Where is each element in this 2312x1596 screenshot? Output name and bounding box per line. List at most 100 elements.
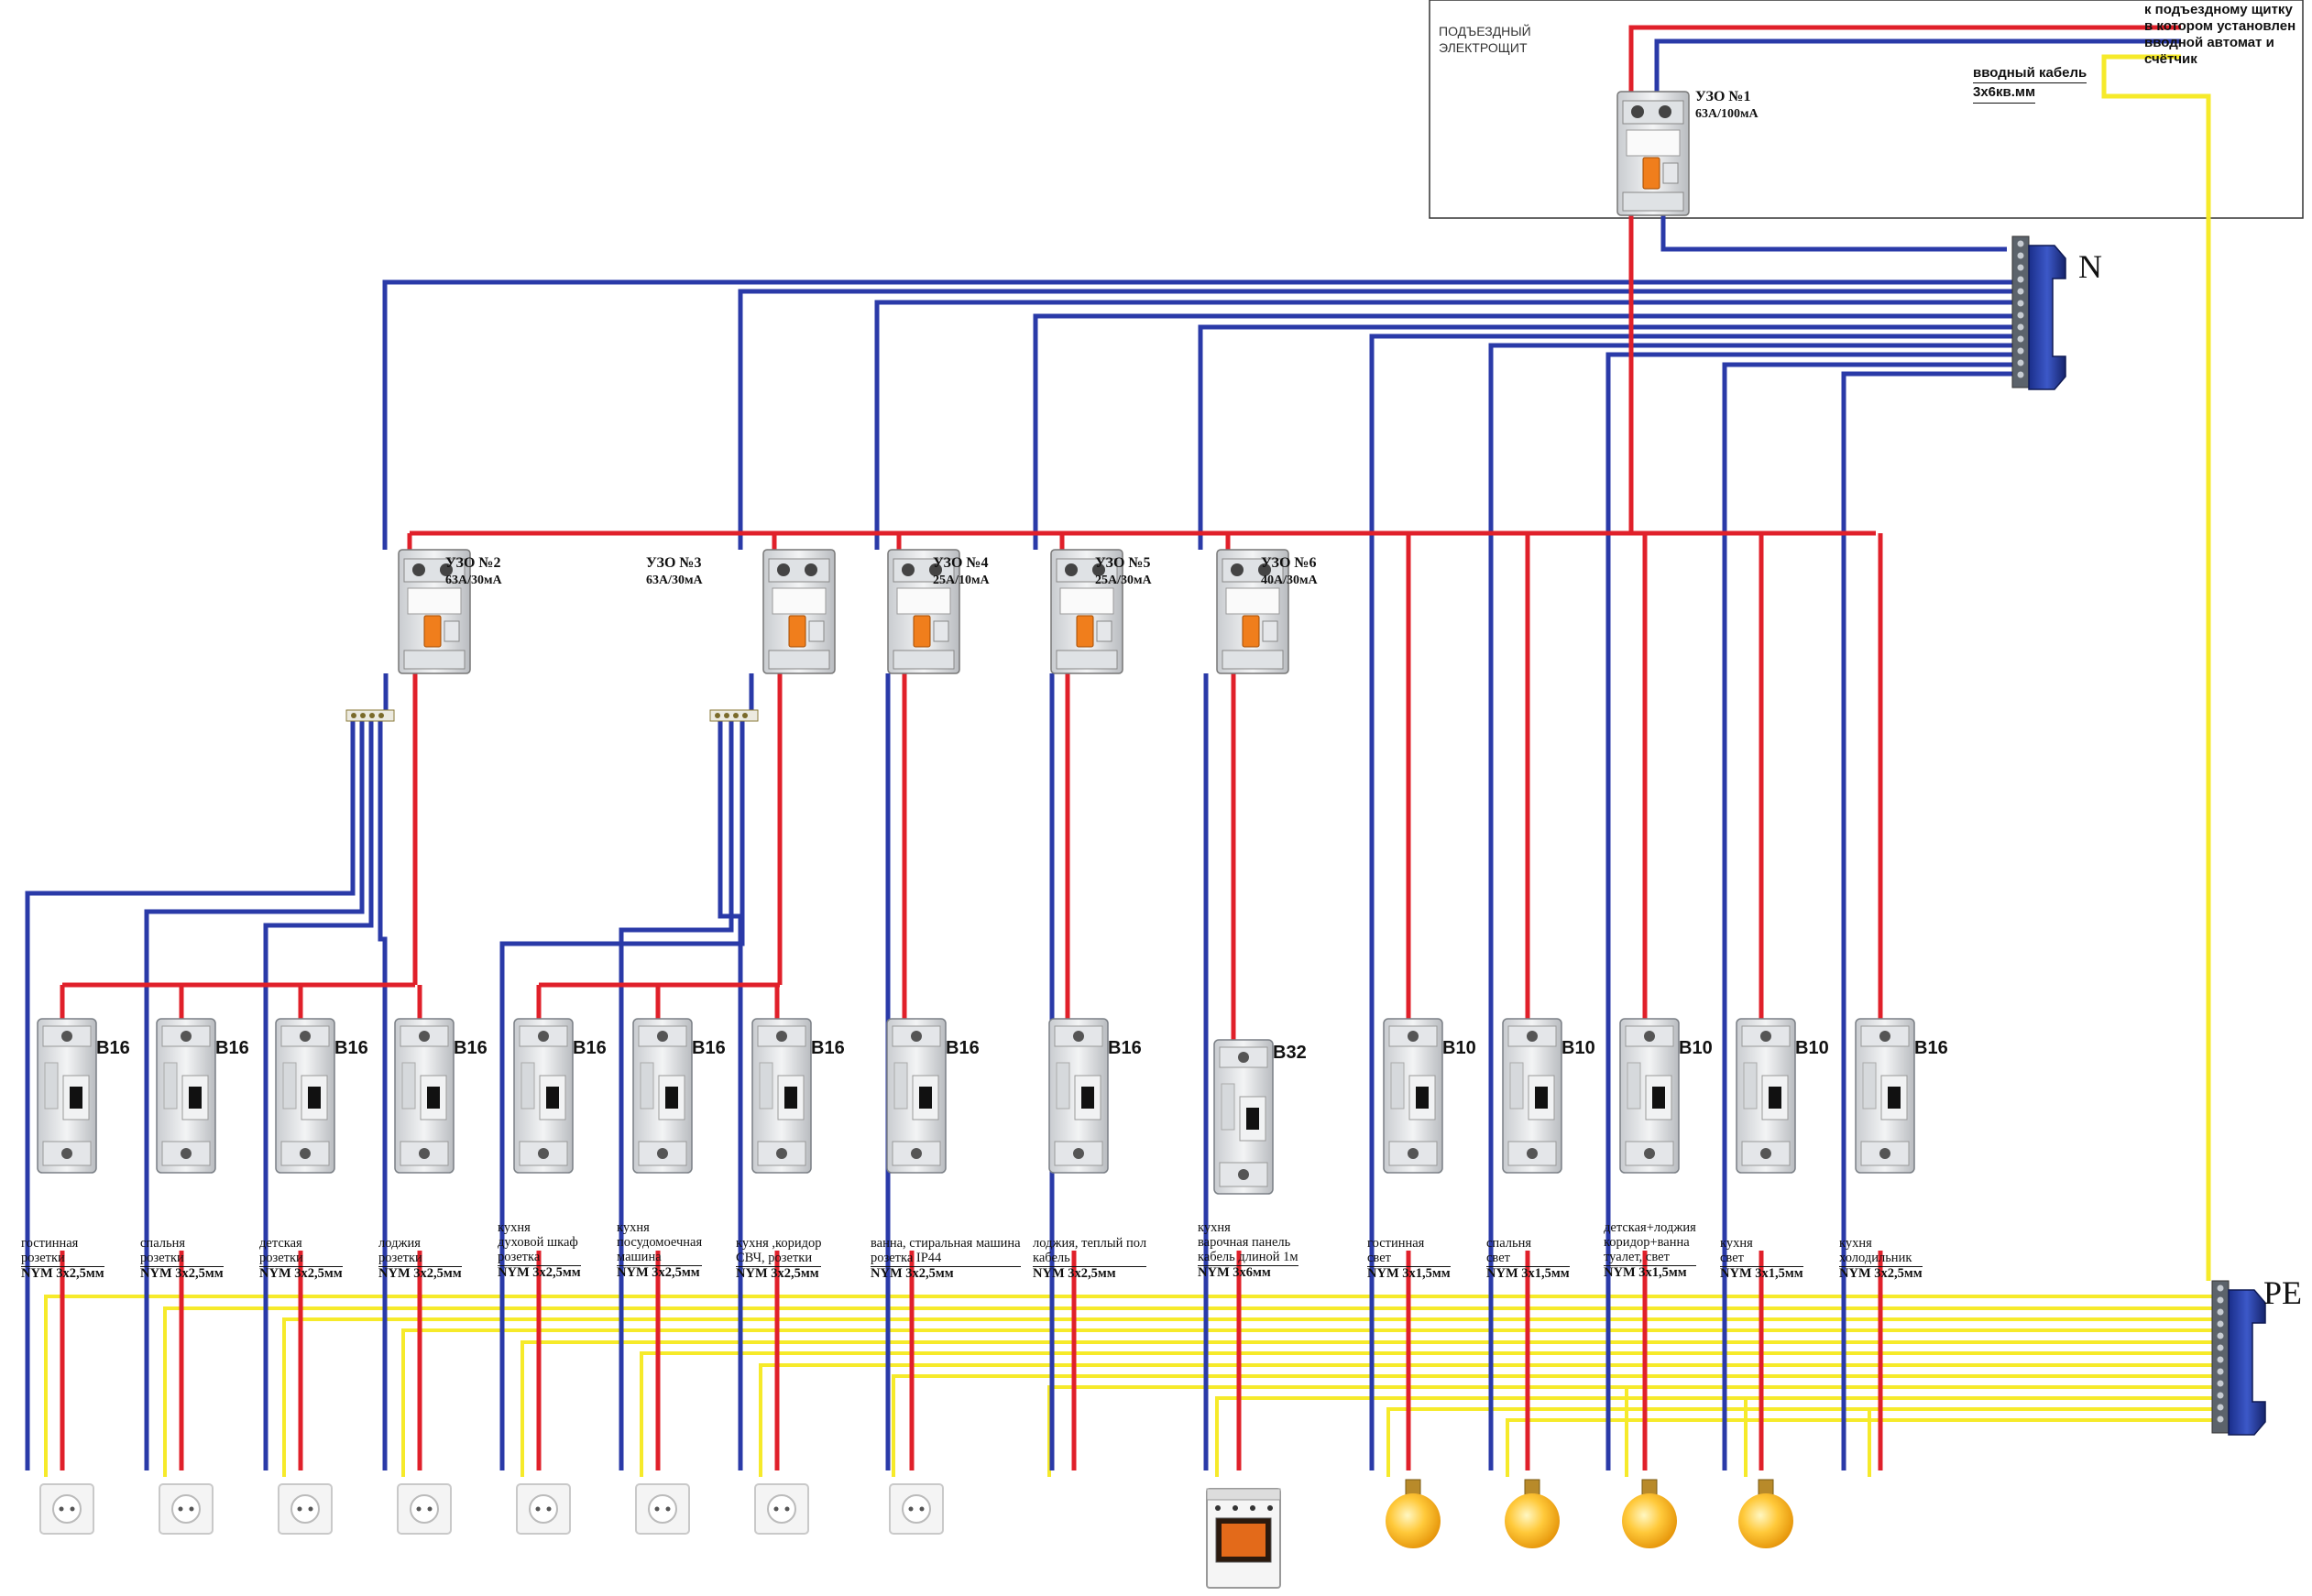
circuit-desc-line: розетка (498, 1250, 581, 1266)
breaker-rating-10: B32 (1273, 1043, 1307, 1063)
lamp-icon-12 (1505, 1479, 1560, 1548)
neutral-bus-to-light-1 (1369, 333, 2021, 1470)
input-note-line-3: вводной автомат и (2144, 35, 2274, 50)
socket-pin (784, 1506, 790, 1512)
breaker-toggle (427, 1087, 440, 1109)
circuit-cable: NYM 3х2,5мм (140, 1265, 224, 1281)
breaker-rating-12: B10 (1561, 1038, 1595, 1058)
rcd-test-button (1662, 162, 1679, 184)
rcd-rating: 63А/100мА (1695, 107, 1759, 121)
lamp-glass (1622, 1493, 1677, 1548)
rcd-terminals (1622, 100, 1684, 125)
circuit-desc-line: свет (1486, 1251, 1570, 1267)
neutral-bus-screw (2017, 359, 2024, 366)
rcd-label-plate (896, 587, 951, 615)
socket-icon-2 (159, 1483, 214, 1535)
rcd-screw (1631, 105, 1644, 118)
neutral-rcd1-to-bus (1660, 215, 2007, 252)
breaker-rating-13: B10 (1679, 1038, 1713, 1058)
buses (2011, 235, 2266, 1436)
circuit-desc-line: детская (259, 1236, 302, 1251)
breaker-screw (1760, 1148, 1771, 1159)
input-note-line-4: счётчик (2144, 51, 2197, 67)
rcd-screw (412, 563, 425, 576)
pe-bus-screw (2217, 1416, 2224, 1423)
breaker-screw (1644, 1148, 1655, 1159)
breaker-screw (419, 1148, 430, 1159)
socket-icon-1 (39, 1483, 94, 1535)
rcd3-neutral-block (709, 709, 759, 722)
socket-pin (416, 1506, 422, 1512)
rcd-test-button (808, 620, 825, 642)
neutral-bus-screw (2017, 252, 2024, 259)
stove-knob (1250, 1505, 1255, 1511)
rcd-rating: 63А/30мА (646, 574, 703, 587)
socket-face (52, 1494, 82, 1524)
rcd-name: УЗО №6 (1261, 555, 1317, 571)
breaker-4 (394, 1018, 455, 1174)
input-note: к подъездному щитку в котором установлен… (2144, 2, 2296, 68)
rcd2-neutral-block (345, 709, 395, 722)
rcd-screw (1065, 563, 1078, 576)
breaker-side-label (163, 1062, 178, 1110)
neutral-bus-to-rcd2 (382, 279, 2021, 550)
rcd-5 (1050, 549, 1123, 674)
rcd2-neutral-block-screw (378, 713, 384, 718)
breaker-bottom-terminal (1388, 1141, 1438, 1166)
rcd-1 (1616, 91, 1690, 216)
neutral-bus-screw (2017, 335, 2024, 343)
neutral-bus-screw (2017, 312, 2024, 319)
breaker-rating-7: B16 (811, 1038, 845, 1058)
earth-circuit-7 (759, 1363, 2218, 1477)
stove-knob (1215, 1505, 1221, 1511)
socket-pin (535, 1506, 541, 1512)
rcd-screw (1231, 563, 1244, 576)
earth-circuit-5 (520, 1340, 2218, 1477)
breaker-1 (37, 1018, 97, 1174)
stairwell-panel-frame (1429, 0, 2304, 219)
breaker-toggle (546, 1087, 559, 1109)
earth-circuit-2 (163, 1306, 2218, 1477)
breaker-side-label (1509, 1062, 1524, 1110)
breaker-screw (1238, 1052, 1249, 1063)
rcd-name: УЗО №2 (445, 555, 501, 571)
rcd-bottom-terminals (1056, 650, 1118, 670)
breaker-rating-14: B10 (1795, 1038, 1829, 1058)
breaker-rating-2: B16 (215, 1038, 249, 1058)
breaker-screw (300, 1148, 311, 1159)
breaker-15 (1855, 1018, 1915, 1174)
earth-circuit-12 (1506, 1418, 2218, 1477)
rcd-name: УЗО №5 (1095, 555, 1151, 571)
neutral-bus-to-fridge (1841, 371, 2021, 1470)
socket-face (767, 1494, 796, 1524)
rcd3-neutral-block-screw (742, 713, 748, 718)
breaker-side-label (1056, 1062, 1070, 1110)
stove-oven-glow (1222, 1524, 1266, 1557)
rcd-lever (913, 615, 931, 648)
neutral-rcd2-circuit-2 (144, 719, 365, 1470)
breaker-14 (1736, 1018, 1796, 1174)
socket-pin (297, 1506, 302, 1512)
breaker-screw (1527, 1031, 1538, 1042)
panel-title-line-1: ПОДЪЕЗДНЫЙ (1439, 24, 1531, 38)
circuit-desc-line: спальня (1486, 1236, 1532, 1251)
circuit-desc-line: кухня (1198, 1220, 1231, 1235)
stove-top (1206, 1488, 1281, 1501)
rcd-screw (902, 563, 915, 576)
breaker-rating-8: B16 (946, 1038, 980, 1058)
socket-pin (427, 1506, 433, 1512)
breaker-window (1408, 1075, 1436, 1120)
circuit-desc-line: кабель (1033, 1251, 1147, 1267)
socket-pin (654, 1506, 660, 1512)
breaker-screw (776, 1148, 787, 1159)
neutral-bus-label: N (2078, 248, 2102, 285)
